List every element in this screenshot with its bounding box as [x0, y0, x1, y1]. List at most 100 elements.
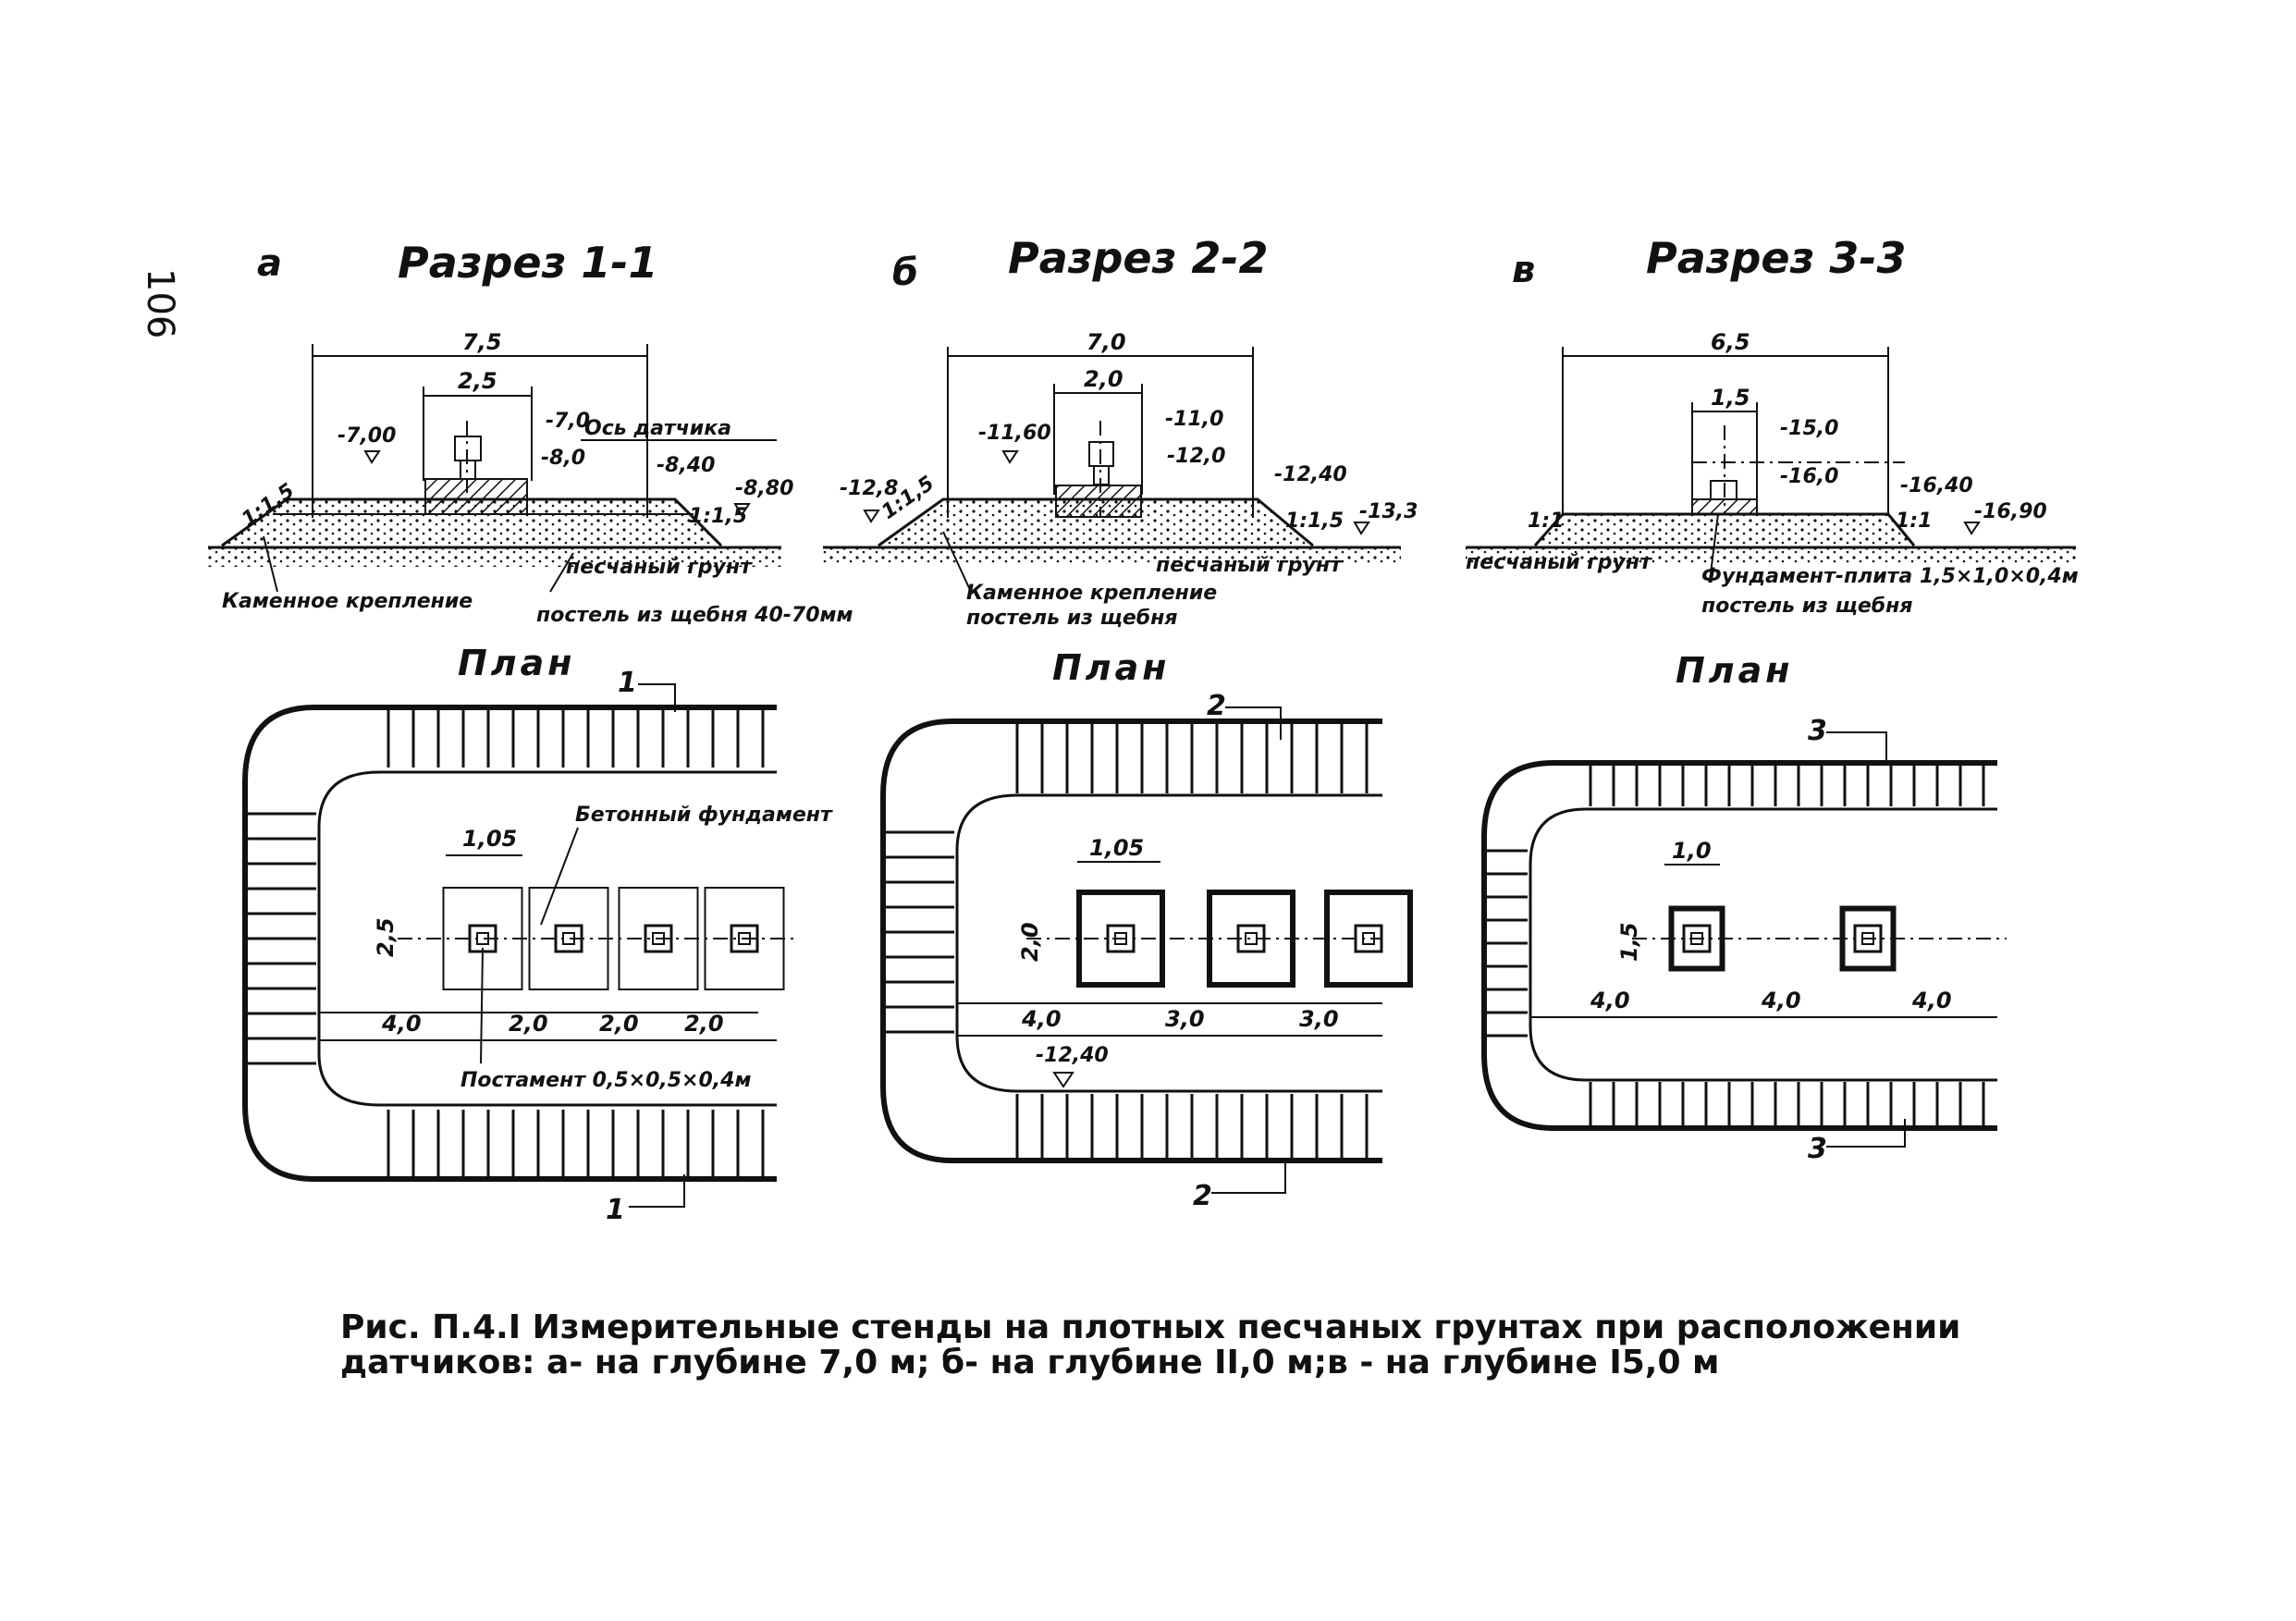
- section-c-elev-2: -16,0: [1780, 465, 1838, 488]
- section-a-slope-right: 1:1,5: [689, 505, 747, 528]
- plan-a-note-pedestal: Постамент 0,5×0,5×0,4м: [460, 1069, 751, 1092]
- plan-c-title: План: [1676, 650, 1794, 691]
- foundation-pad: [1668, 905, 1725, 972]
- section-a-elev-1: -7,00: [338, 424, 396, 448]
- plan-a-note-foundation: Бетонный фундамент: [575, 804, 833, 827]
- section-b-title: Разрез 2-2: [1008, 233, 1268, 283]
- plan-a-pad-width: 1,05: [462, 826, 517, 852]
- section-b-note-stone: Каменное крепление: [966, 582, 1217, 605]
- section-a-note-bed: постель из щебня 40-70мм: [536, 604, 853, 627]
- sensor: [1690, 932, 1703, 945]
- section-a-axis-label: Ось датчика: [584, 417, 731, 440]
- plan-a: План 1,05 2,5 4,0 2,0 2,0 2,0 Бетонный ф…: [242, 643, 833, 1226]
- section-b-letter: б: [892, 252, 918, 294]
- section-b-dim-total: 7,0: [1087, 329, 1126, 355]
- plan-b-elevation: -12,40: [1036, 1044, 1109, 1067]
- section-b-elev-3: -12,0: [1167, 445, 1225, 468]
- plan-c-spacing-3: 4,0: [1911, 988, 1952, 1013]
- section-a-dim-inner: 2,5: [458, 368, 497, 394]
- section-b-slope-right: 1:1,5: [1285, 510, 1344, 533]
- section-a-title: Разрез 1-1: [398, 238, 657, 288]
- pedestal: [1106, 924, 1136, 953]
- plan-c-mark-top: 3: [1808, 715, 1827, 747]
- section-b-dim-inner: 2,0: [1084, 366, 1123, 392]
- plan-b: План 1,05 2,0 4,0 3,0 3,0 -12,40 2 2: [880, 647, 1413, 1212]
- section-c-elev-3: -16,40: [1900, 474, 1973, 497]
- plan-b-pad-width: 1,05: [1089, 835, 1144, 861]
- section-c-slope-left: 1:1: [1528, 510, 1564, 533]
- sensor: [1245, 932, 1258, 945]
- plan-c-mark-bottom: 3: [1808, 1133, 1827, 1165]
- plan-b-spacing-1: 4,0: [1021, 1006, 1062, 1032]
- section-c-note-slab: Фундамент-плита 1,5×1,0×0,4м: [1701, 565, 2079, 588]
- foundation-pad: [1207, 890, 1295, 988]
- plan-b-mark-top: 2: [1207, 690, 1226, 722]
- pedestal: [1354, 924, 1383, 953]
- sensor: [1362, 932, 1375, 945]
- section-c-note-bed: постель из щебня: [1701, 595, 1913, 618]
- plan-b-mark-bottom: 2: [1193, 1180, 1212, 1212]
- plan-b-spacing-3: 3,0: [1299, 1006, 1339, 1032]
- sensor: [652, 932, 665, 945]
- plan-b-spacing-2: 3,0: [1165, 1006, 1205, 1032]
- section-a-elev-5: -8,80: [735, 477, 793, 500]
- section-c-note-soil: песчаный грунт: [1466, 551, 1652, 574]
- plan-a-pad-height: 2,5: [373, 917, 399, 957]
- plan-c-pad-width: 1,0: [1672, 838, 1712, 864]
- section-b-elev-2: -11,0: [1165, 408, 1223, 431]
- plan-c-spacing-1: 4,0: [1590, 988, 1630, 1013]
- section-c-dim-total: 6,5: [1711, 329, 1750, 355]
- section-a-letter: а: [257, 242, 282, 285]
- section-c-title: Разрез 3-3: [1646, 233, 1906, 283]
- sensor: [1861, 932, 1874, 945]
- section-b-elev-6: -13,3: [1359, 500, 1418, 523]
- section-b-elev-4: -12,40: [1274, 463, 1347, 486]
- foundation-pad: [1324, 890, 1413, 988]
- sensor: [562, 932, 575, 945]
- sensor: [476, 932, 489, 945]
- section-a-elev-4: -8,40: [657, 454, 715, 477]
- plan-a-title: План: [458, 643, 576, 683]
- pedestal: [1853, 924, 1883, 953]
- plan-a-mark-top: 1: [618, 667, 637, 699]
- section-b: б Разрез 2-2 7,0 2,0 -11,60 -11,0 -12,0 …: [823, 233, 1418, 630]
- plan-c: План 1,0 1,5 4,0 4,0 4,0 3 3: [1481, 650, 2007, 1165]
- plan-a-spacing-1: 4,0: [381, 1011, 422, 1037]
- pedestal: [1236, 924, 1266, 953]
- pedestal: [730, 924, 759, 953]
- plan-a-mark-bottom: 1: [606, 1194, 625, 1226]
- plan-c-pad-height: 1,5: [1616, 922, 1642, 962]
- sensor: [1114, 932, 1127, 945]
- section-a-dim-total: 7,5: [462, 329, 502, 355]
- section-b-note-soil: песчаный грунт: [1156, 554, 1343, 577]
- section-a: а Разрез 1-1 7,5 2,5 -7,00 -7,0 -8,0 -8,…: [208, 238, 853, 627]
- section-b-elev-1: -11,60: [978, 422, 1051, 445]
- plan-a-spacing-3: 2,0: [599, 1011, 639, 1037]
- pedestal: [1682, 924, 1712, 953]
- figure-caption-line2: датчиков: а- на глубине 7,0 м; б- на глу…: [340, 1344, 1719, 1382]
- plan-a-spacing-4: 2,0: [684, 1011, 724, 1037]
- plan-a-spacing-2: 2,0: [509, 1011, 548, 1037]
- foundation-pad: [704, 887, 785, 990]
- section-c-elev-1: -15,0: [1780, 417, 1838, 440]
- plan-b-title: План: [1052, 647, 1171, 688]
- foundation-pad: [1839, 905, 1897, 972]
- section-c-slope-right: 1:1: [1896, 510, 1932, 533]
- page-number: 106: [139, 268, 181, 338]
- section-b-note-bed: постель из щебня: [966, 607, 1178, 630]
- foundation-pad: [1076, 890, 1165, 988]
- section-a-elev-2: -7,0: [546, 410, 590, 433]
- sensor: [738, 932, 751, 945]
- pedestal: [644, 924, 673, 953]
- section-a-elev-3: -8,0: [541, 447, 585, 470]
- section-c-dim-inner: 1,5: [1711, 385, 1750, 411]
- section-c: в Разрез 3-3 6,5 1,5 -15,0 -16,0 -16,40 …: [1466, 233, 2079, 618]
- pedestal: [554, 924, 583, 953]
- section-c-elev-4: -16,90: [1974, 500, 2047, 523]
- figure-caption-line1: Рис. П.4.I Измерительные стенды на плотн…: [340, 1308, 1960, 1346]
- section-a-note-soil: песчаный грунт: [566, 556, 753, 579]
- section-a-note-stone: Каменное крепление: [222, 590, 473, 613]
- section-b-elev-5: -12,8: [840, 477, 898, 500]
- foundation-pad: [528, 887, 609, 990]
